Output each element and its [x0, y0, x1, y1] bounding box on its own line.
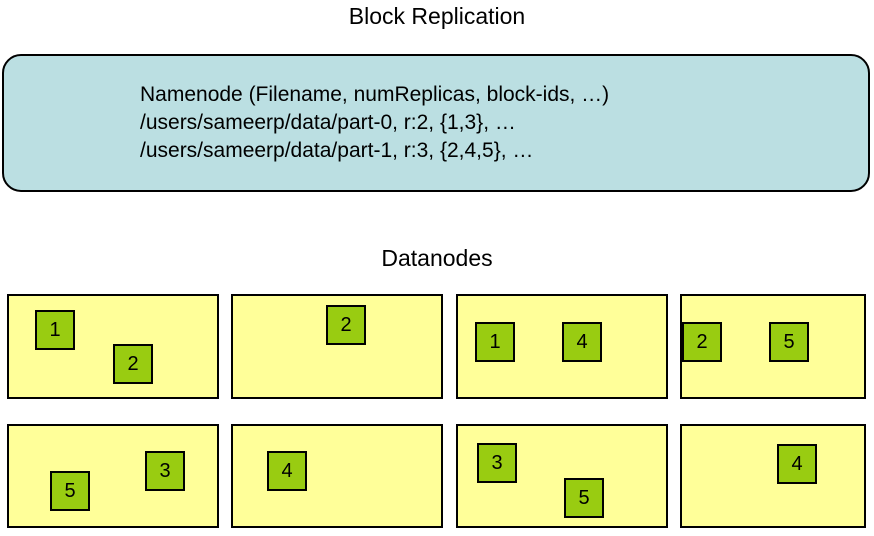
block-replica[interactable]: 4 [777, 444, 817, 484]
block-replica[interactable]: 4 [267, 451, 307, 491]
block-replica[interactable]: 2 [326, 305, 366, 345]
block-replica[interactable]: 5 [769, 322, 809, 362]
block-replica[interactable]: 5 [50, 471, 90, 511]
datanodes-section-label: Datanodes [381, 245, 493, 271]
block-replica[interactable]: 2 [682, 322, 722, 362]
block-replica[interactable]: 4 [562, 322, 602, 362]
block-replica[interactable]: 3 [477, 443, 517, 483]
block-replica[interactable]: 2 [113, 344, 153, 384]
block-replica[interactable]: 5 [564, 478, 604, 518]
block-replica[interactable]: 3 [145, 451, 185, 491]
namenode-line-part-0: /users/sameerp/data/part-0, r:2, {1,3}, … [140, 111, 516, 134]
datanode-2[interactable]: 2 [231, 294, 443, 399]
datanode-8[interactable]: 4 [680, 424, 866, 528]
block-replica[interactable]: 1 [475, 322, 515, 362]
namenode-line-header: Namenode (Filename, numReplicas, block-i… [140, 83, 610, 106]
namenode-line-part-1: /users/sameerp/data/part-1, r:3, {2,4,5}… [140, 139, 534, 162]
namenode-panel: Namenode (Filename, numReplicas, block-i… [2, 54, 870, 192]
namenode-text-block: Namenode (Filename, numReplicas, block-i… [140, 81, 840, 165]
block-replica[interactable]: 1 [35, 310, 75, 350]
page-title: Block Replication [348, 3, 526, 29]
datanode-6[interactable]: 4 [231, 424, 443, 528]
